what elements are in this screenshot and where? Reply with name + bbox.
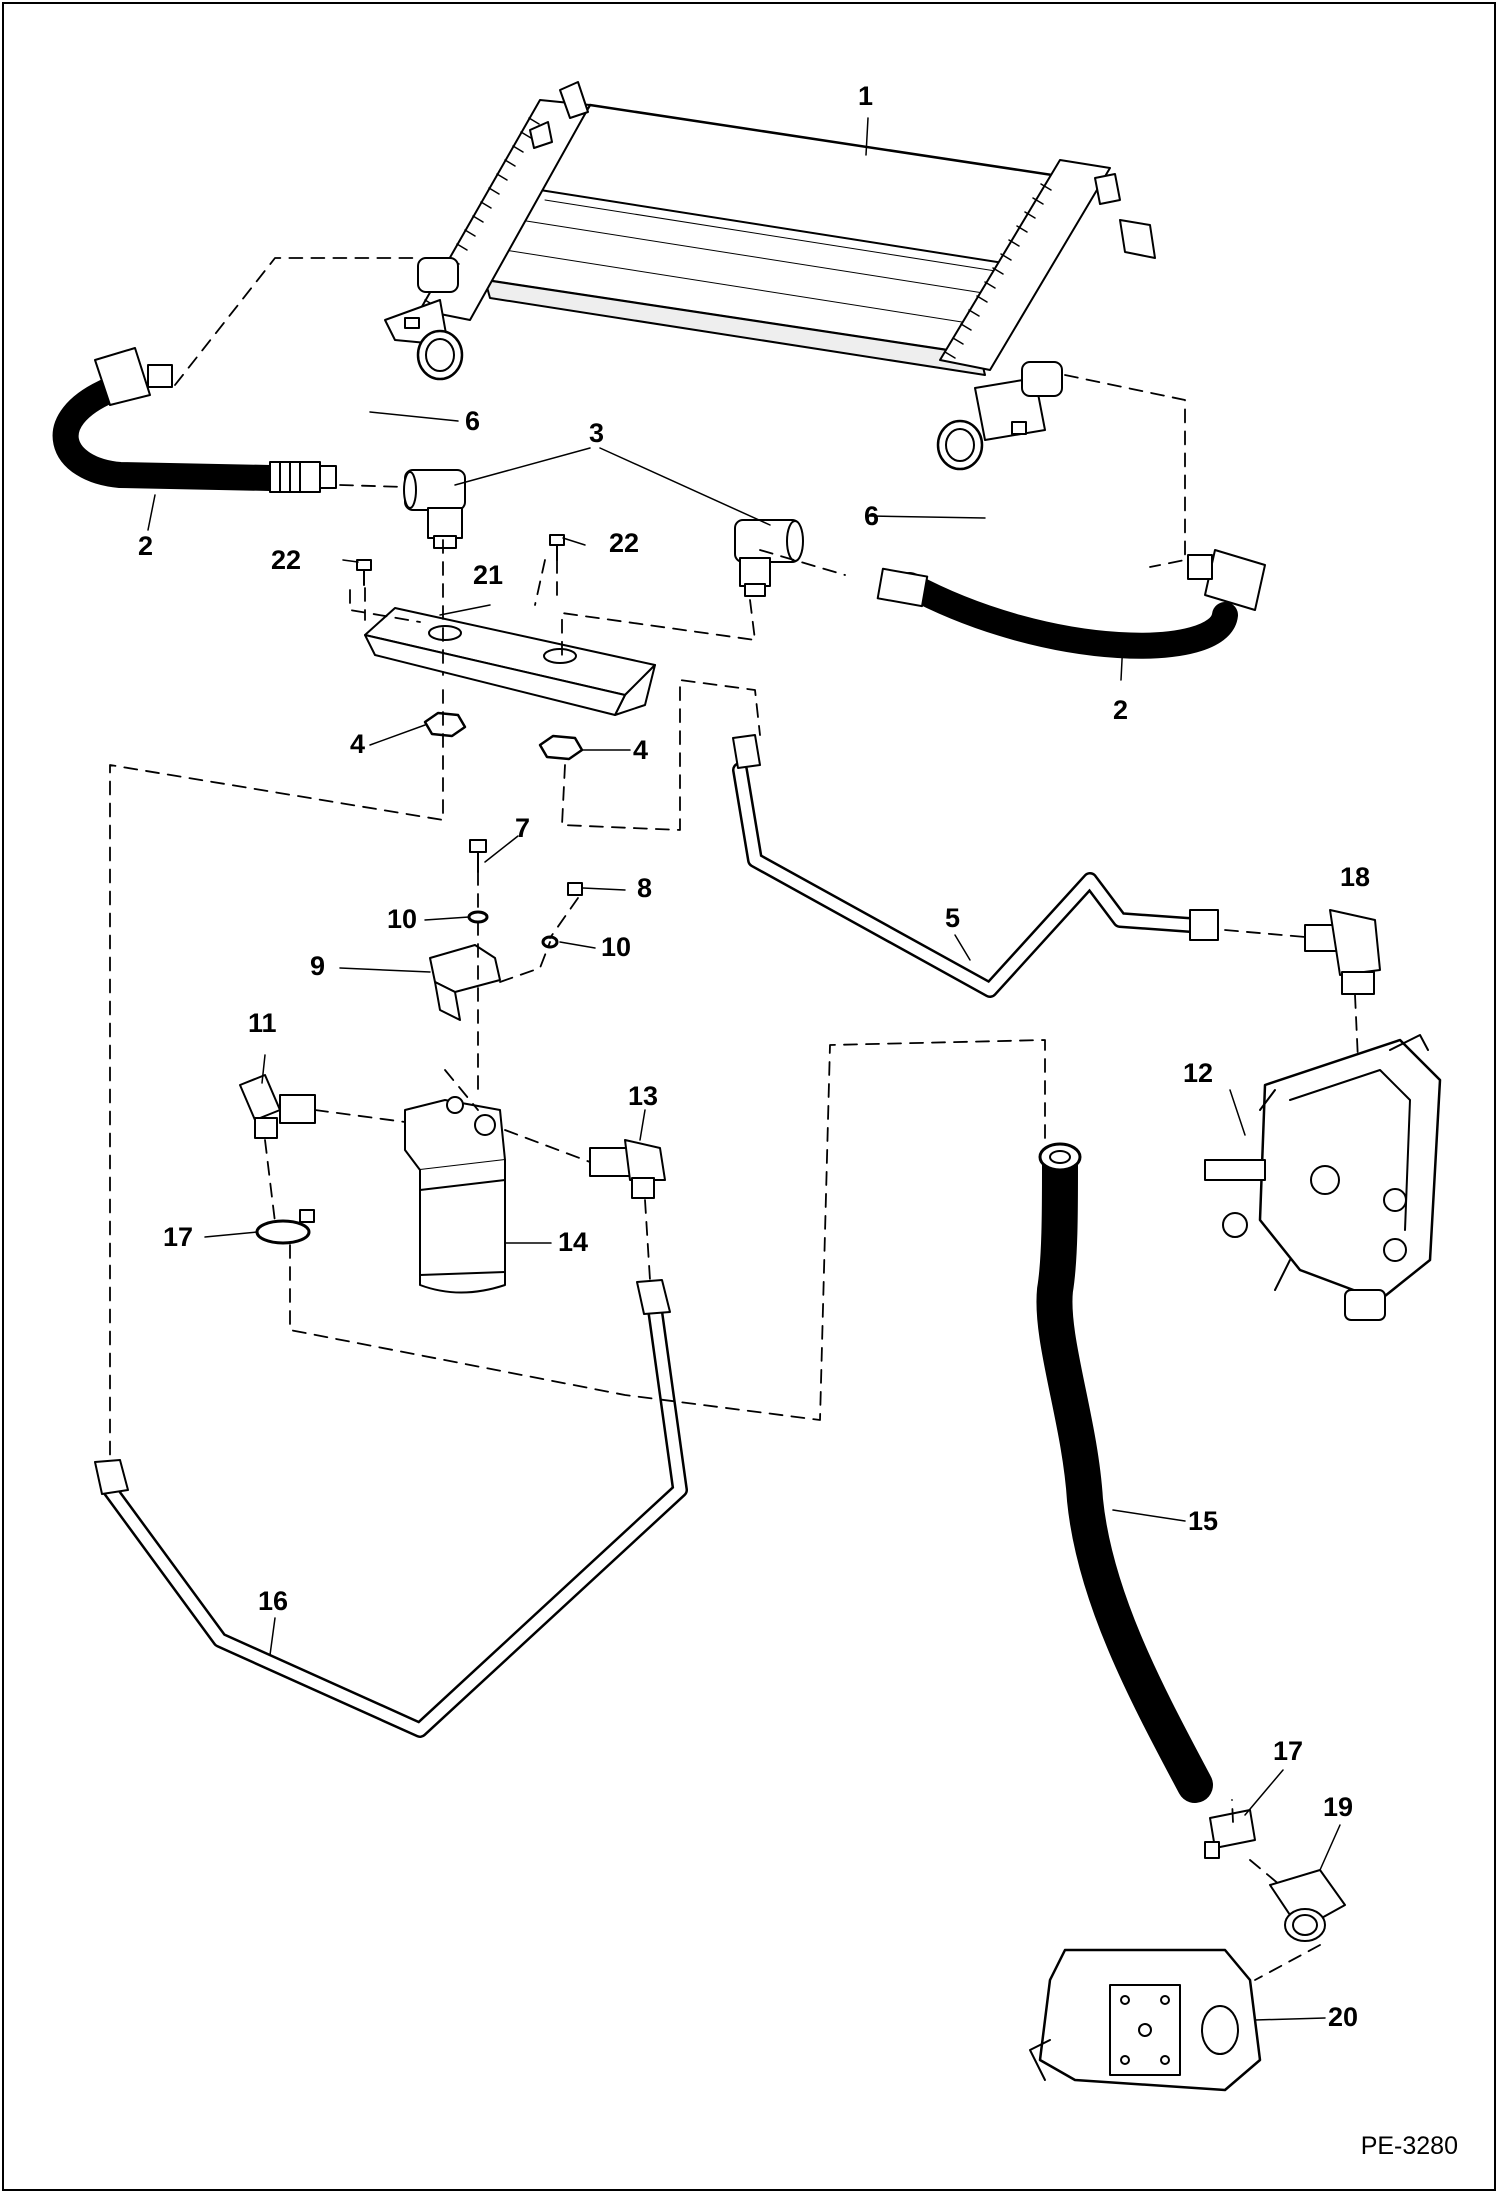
callout-9: 9 <box>310 951 326 981</box>
callout-17: 17 <box>1273 1736 1304 1766</box>
hex-nuts <box>423 711 584 761</box>
hose-clamp-17-right <box>1204 1809 1256 1859</box>
suction-hose <box>1036 1142 1213 1803</box>
mounting-bracket <box>364 607 656 716</box>
callout-15: 15 <box>1188 1506 1219 1536</box>
elbow-fitting-11 <box>239 1074 316 1139</box>
tube-line-upper <box>732 734 1219 998</box>
leader-lines <box>147 117 1341 2021</box>
callout-4: 4 <box>633 735 649 765</box>
callout-1: 1 <box>858 81 874 111</box>
callout-6: 6 <box>465 406 481 436</box>
oil-cooler <box>384 81 1156 471</box>
elbow-fitting-19 <box>1269 1869 1346 1942</box>
figure-code: PE-3280 <box>1360 2132 1458 2160</box>
callout-4: 4 <box>350 729 366 759</box>
hydraulic-pump <box>1029 1948 1262 2092</box>
callout-10: 10 <box>387 904 418 934</box>
callout-2: 2 <box>1113 695 1129 725</box>
elbow-fitting-13 <box>589 1139 666 1199</box>
callout-19: 19 <box>1323 1792 1354 1822</box>
callout-11: 11 <box>248 1008 277 1038</box>
hardware-small <box>429 839 583 1021</box>
callout-22: 22 <box>271 545 302 575</box>
oil-filter <box>404 1096 506 1294</box>
hose-clamp-17-left <box>255 1209 315 1245</box>
tube-line-lower <box>94 1279 688 1738</box>
callout-10: 10 <box>601 932 632 962</box>
callout-21: 21 <box>473 560 504 590</box>
callout-8: 8 <box>637 873 653 903</box>
callout-7: 7 <box>515 813 531 843</box>
bolts <box>356 534 565 586</box>
callout-5: 5 <box>945 903 961 933</box>
callout-22: 22 <box>609 528 640 558</box>
callout-16: 16 <box>258 1586 289 1616</box>
callout-17: 17 <box>163 1222 194 1252</box>
connection-lines <box>109 257 1359 1981</box>
callout-12: 12 <box>1183 1058 1214 1088</box>
callout-2: 2 <box>138 531 154 561</box>
callout-6: 6 <box>864 501 880 531</box>
callout-13: 13 <box>628 1081 659 1111</box>
callout-20: 20 <box>1328 2002 1359 2032</box>
elbow-fitting-18 <box>1304 909 1381 995</box>
elbow-fitting-left <box>403 469 466 549</box>
elbow-fitting-right <box>734 519 804 597</box>
hose-assembly-right <box>876 549 1266 659</box>
callout-3: 3 <box>589 418 605 448</box>
callout-14: 14 <box>558 1227 589 1257</box>
control-valve <box>1204 1034 1442 1321</box>
hose-assembly-left <box>52 347 337 493</box>
callout-18: 18 <box>1340 862 1371 892</box>
